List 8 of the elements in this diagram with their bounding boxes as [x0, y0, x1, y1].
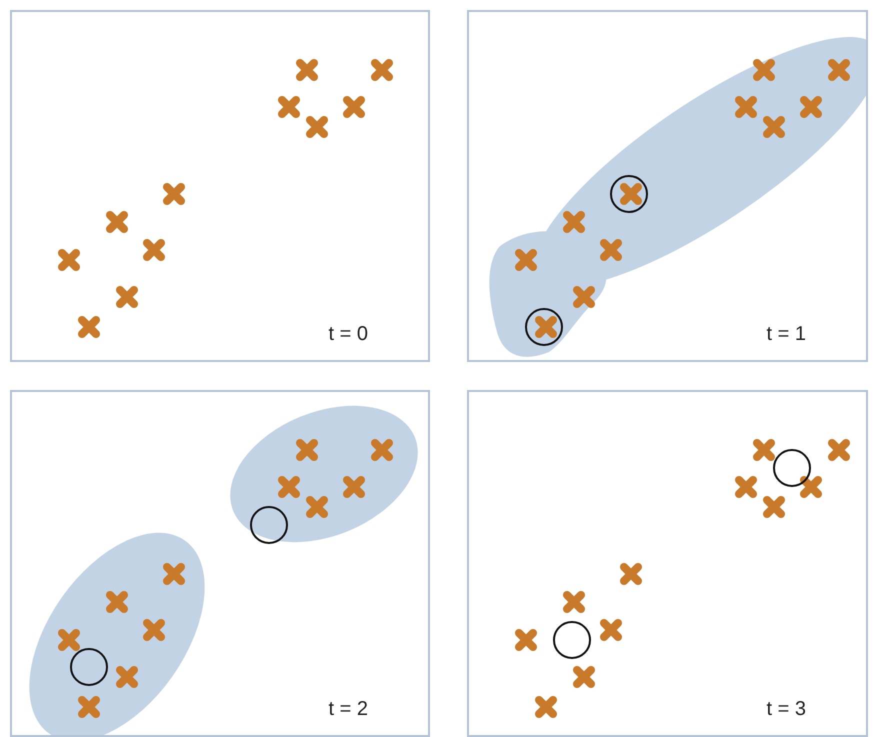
time-step-label: t = 3 [766, 698, 806, 721]
plot-panel [10, 10, 430, 362]
time-step-label: t = 2 [328, 698, 368, 721]
plot-panel [10, 390, 430, 737]
plot-panel [467, 10, 868, 362]
time-step-label: t = 0 [328, 323, 368, 346]
plot-panel [467, 390, 868, 737]
time-step-label: t = 1 [766, 323, 806, 346]
